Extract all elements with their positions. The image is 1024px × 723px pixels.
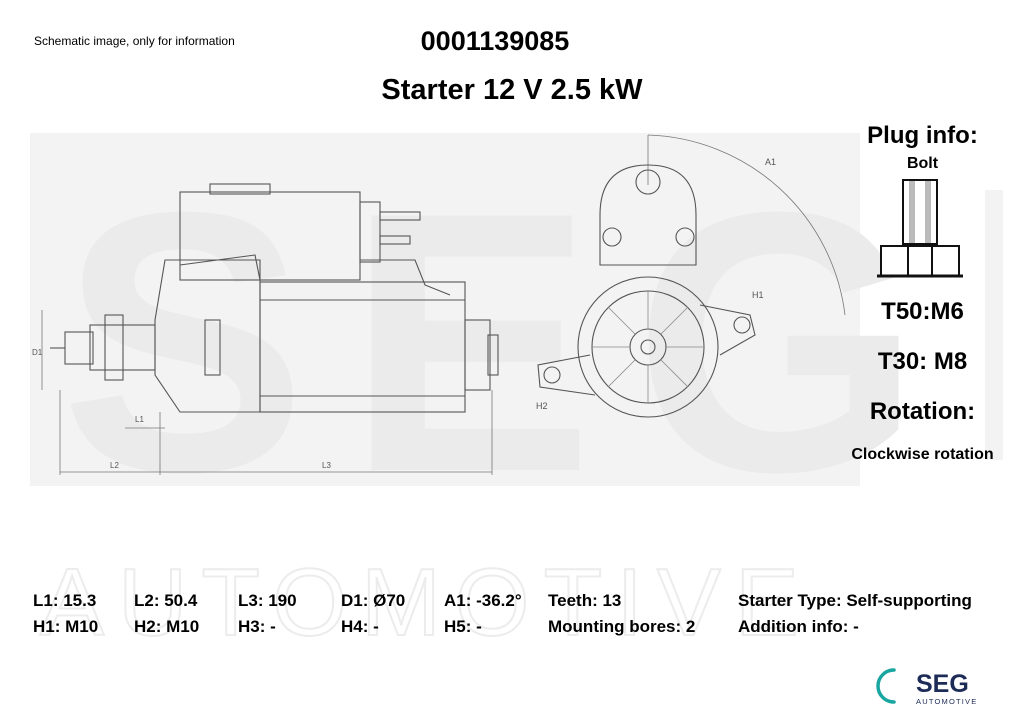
motor-body	[259, 281, 466, 413]
label-l1: L1	[135, 415, 144, 424]
plug-info-title: Plug info:	[867, 122, 978, 149]
spec-h1: H1: M10	[33, 617, 99, 636]
label-a1: A1	[765, 157, 776, 167]
starter-front-view: A1 H1 H2	[536, 134, 846, 418]
spec-a1: A1: -36.2°	[444, 591, 522, 610]
t30-spec: T30: M8	[877, 348, 968, 375]
label-d1: D1	[32, 348, 43, 357]
watermark-brand: SEG	[60, 136, 961, 549]
part-number: 0001139085	[420, 26, 570, 56]
logo-brand: SEG	[916, 670, 969, 698]
product-title: Starter 12 V 2.5 kW	[381, 74, 643, 106]
spec-h3: H3: -	[238, 617, 276, 636]
solenoid-end	[599, 164, 697, 266]
spec-l1: L1: 15.3	[33, 591, 97, 610]
seg-logo: SEG AUTOMOTIVE	[876, 668, 977, 706]
label-l3: L3	[322, 461, 331, 470]
spec-teeth: Teeth: 13	[548, 591, 622, 610]
solenoid	[179, 191, 361, 281]
spec-mounting-bores: Mounting bores: 2	[548, 617, 696, 636]
mount-ear-right	[699, 304, 756, 356]
bolt-icon	[877, 179, 963, 278]
spec-starter-type: Starter Type: Self-supporting	[738, 591, 972, 610]
rotation-title: Rotation:	[869, 398, 976, 425]
starter-side-view: D1 L1 L2 L3	[32, 183, 499, 475]
spec-h2: H2: M10	[134, 617, 200, 636]
drive-housing	[154, 259, 261, 413]
logo-sub: AUTOMOTIVE	[916, 697, 977, 706]
rotation-value: Clockwise rotation	[851, 446, 994, 463]
motor-circle	[577, 276, 719, 418]
watermark-band-right	[985, 190, 1003, 460]
logo-arc-icon	[876, 668, 896, 704]
plug-info-type: Bolt	[906, 155, 939, 172]
spec-d1: D1: Ø70	[341, 591, 406, 610]
t50-spec: T50:M6	[881, 298, 964, 325]
spec-addition-info: Addition info: -	[738, 617, 859, 636]
disclaimer: Schematic image, only for information	[34, 34, 235, 48]
mount-ear-left	[537, 354, 596, 396]
label-h1: H1	[752, 290, 764, 300]
label-h2: H2	[536, 401, 548, 411]
spec-l3: L3: 190	[238, 591, 297, 610]
spec-l2: L2: 50.4	[134, 591, 198, 610]
spec-h4: H4: -	[341, 617, 379, 636]
watermark-sub: AUTOMOTIVE	[40, 549, 813, 656]
label-l2: L2	[110, 461, 119, 470]
spec-h5: H5: -	[444, 617, 482, 636]
